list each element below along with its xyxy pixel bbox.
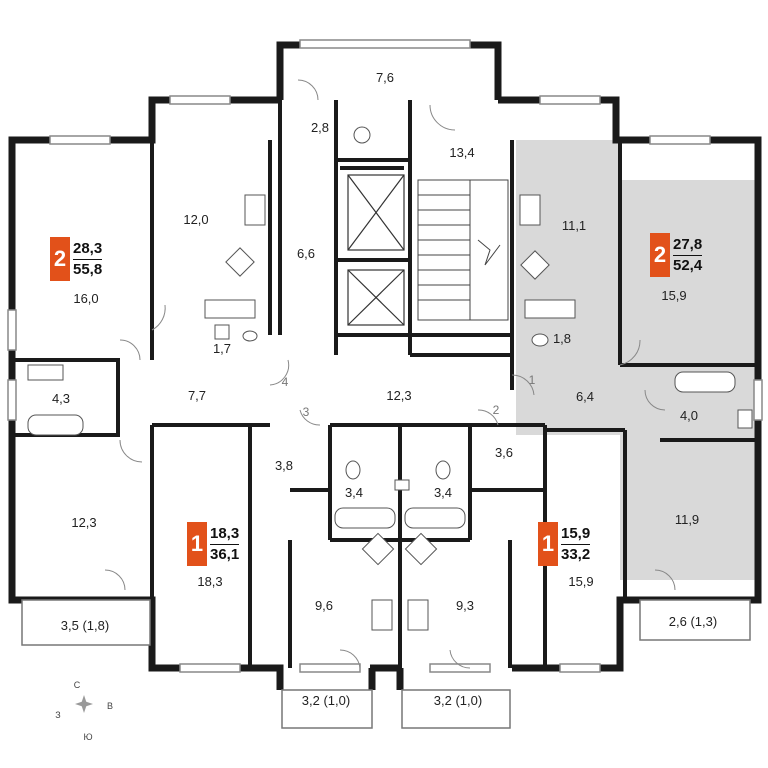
door-number-1: 1	[529, 373, 536, 387]
area-room-nw: 16,0	[73, 291, 98, 306]
rooms-count: 2	[650, 233, 670, 277]
door-number-2: 2	[493, 403, 500, 417]
total-area: 36,1	[210, 545, 240, 563]
highlighted-apartment	[516, 140, 758, 580]
area-balcony-se: 3,2 (1,0)	[434, 693, 482, 708]
area-bath-ne: 4,0	[680, 408, 698, 423]
apartment-badge-ne: 2 27,8 52,4	[650, 233, 703, 277]
door-swings	[104, 79, 676, 669]
area-kitchen-ne: 11,1	[562, 218, 586, 233]
area-stair-hall: 13,4	[449, 145, 474, 160]
apartment-badge-se: 1 15,9 33,2	[538, 522, 591, 566]
total-area: 52,4	[673, 256, 703, 274]
area-small-top: 2,8	[311, 120, 329, 135]
area-room-e: 11,9	[675, 512, 699, 527]
windows	[7, 39, 763, 673]
area-hall-se: 3,6	[495, 445, 513, 460]
apartment-badge-nw: 2 28,3 55,8	[50, 237, 103, 281]
area-hall-ne: 6,4	[576, 389, 594, 404]
area-balcony-e: 2,6 (1,3)	[669, 614, 717, 629]
compass-north: С	[74, 680, 81, 690]
area-wc-nw: 1,7	[213, 341, 231, 356]
area-bath-se: 3,4	[434, 485, 452, 500]
area-room-1se: 15,9	[568, 574, 593, 589]
staircase	[417, 179, 509, 321]
area-bath-w: 4,3	[52, 391, 70, 406]
door-number-4: 4	[282, 375, 289, 389]
area-balcony-w: 3,5 (1,8)	[61, 618, 109, 633]
rooms-count: 1	[538, 522, 558, 566]
apartment-door-numbers: 1 2 3 4	[282, 373, 536, 419]
area-room-ne: 15,9	[661, 288, 686, 303]
area-hall-top: 7,6	[376, 70, 394, 85]
living-area: 15,9	[561, 524, 591, 542]
apartment-badge-sw: 1 18,3 36,1	[187, 522, 240, 566]
lift-shafts	[347, 174, 405, 326]
area-wc-ne: 1,8	[553, 331, 571, 346]
plumbing-fixtures	[27, 126, 753, 631]
area-room-1sw: 18,3	[197, 574, 222, 589]
door-number-3: 3	[303, 405, 310, 419]
total-area: 33,2	[561, 545, 591, 563]
area-bath-sw: 3,4	[345, 485, 363, 500]
compass-east: В	[107, 701, 113, 711]
area-kitchen-se: 9,3	[456, 598, 474, 613]
compass-west: З	[55, 710, 60, 720]
rooms-count: 2	[50, 237, 70, 281]
total-area: 55,8	[73, 260, 103, 278]
area-hall-w: 7,7	[188, 388, 206, 403]
area-room-sw: 12,3	[71, 515, 96, 530]
living-area: 18,3	[210, 524, 240, 542]
rooms-count: 1	[187, 522, 207, 566]
living-area: 28,3	[73, 239, 103, 257]
area-kitchen-nw: 12,0	[183, 212, 208, 227]
compass-rose: С В З Ю	[55, 680, 113, 742]
area-kitchen-sw: 9,6	[315, 598, 333, 613]
area-lobby: 12,3	[386, 388, 411, 403]
living-area: 27,8	[673, 235, 703, 253]
area-balcony-sw: 3,2 (1,0)	[302, 693, 350, 708]
room-area-labels: 7,6 2,8 13,4 12,0 6,6 16,0 1,7 4,3 7,7 1…	[52, 70, 717, 708]
balconies	[21, 599, 751, 729]
area-corridor-lift: 6,6	[297, 246, 315, 261]
area-hall-sw: 3,8	[275, 458, 293, 473]
compass-south: Ю	[83, 732, 92, 742]
interior-walls	[12, 100, 758, 668]
